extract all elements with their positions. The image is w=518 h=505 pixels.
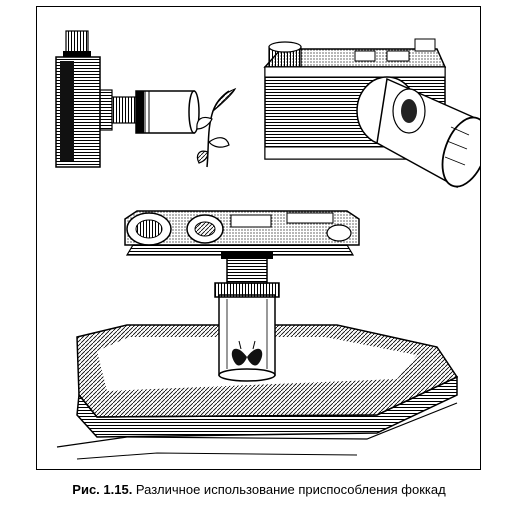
figure-caption-label: Рис. 1.15.	[72, 482, 133, 497]
camera-with-extension-tube-icon	[263, 38, 480, 189]
figure-caption: Рис. 1.15. Различное использование присп…	[0, 482, 518, 498]
engraving-illustration	[55, 30, 480, 460]
illustration-frame	[36, 6, 481, 470]
camera-on-stand-butterfly-icon	[56, 210, 459, 460]
figure-caption-text: Различное использование приспособления ф…	[132, 482, 446, 497]
camera-with-extension-tube-leaf-icon	[55, 30, 237, 168]
